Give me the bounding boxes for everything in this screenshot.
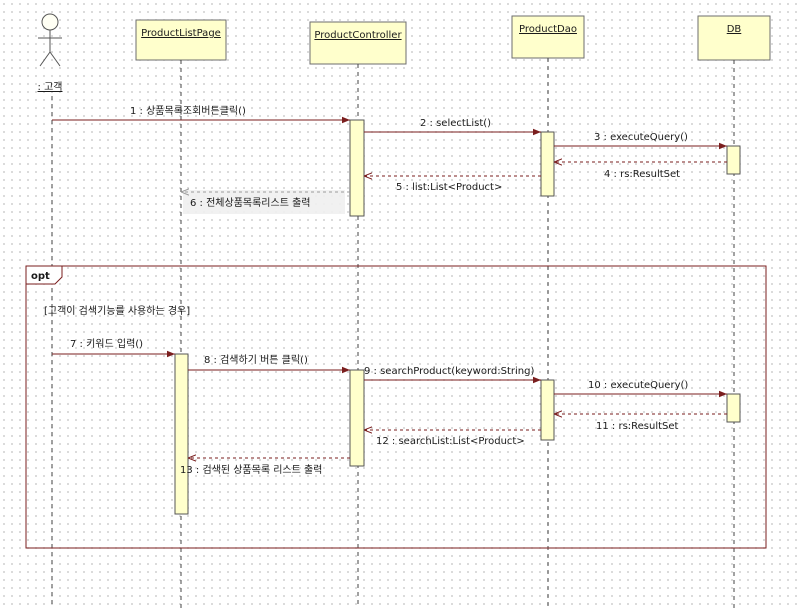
participant-product-controller[interactable]: ProductController bbox=[309, 21, 407, 65]
message-label: 8 : 검색하기 버튼 클릭() bbox=[204, 353, 308, 366]
activation-controller-1 bbox=[349, 119, 365, 217]
opt-operator: opt bbox=[31, 271, 50, 282]
message-label: 7 : 키워드 입력() bbox=[70, 337, 143, 350]
message-2[interactable]: 2 : selectList() bbox=[364, 118, 541, 136]
opt-guard: [고객이 검색기능를 사용하는 경우] bbox=[44, 304, 190, 317]
message-3[interactable]: 3 : executeQuery() bbox=[554, 132, 727, 150]
message-9[interactable]: 9 : searchProduct(keyword:String) bbox=[364, 366, 541, 384]
participant-box bbox=[511, 15, 585, 59]
message-label: 13 : 검색된 상품목록 리스트 출력 bbox=[180, 464, 322, 476]
message-10[interactable]: 10 : executeQuery() bbox=[554, 380, 727, 398]
opt-fragment: opt [고객이 검색기능를 사용하는 경우] bbox=[25, 265, 767, 549]
participant-product-list-page[interactable]: ProductListPage bbox=[135, 19, 227, 61]
actor-leg-icon bbox=[49, 51, 61, 67]
actor-customer[interactable]: : 고객 bbox=[38, 13, 63, 93]
opt-frame bbox=[25, 265, 767, 549]
message-label: 5 : list:List<Product> bbox=[396, 182, 502, 193]
message-6-return[interactable]: 6 : 전체상품목록리스트 출력 bbox=[181, 190, 350, 214]
activation-db-1 bbox=[726, 145, 741, 175]
activation-dao-2 bbox=[540, 379, 555, 441]
message-label: 3 : executeQuery() bbox=[594, 132, 688, 143]
participant-label: ProductListPage bbox=[141, 28, 221, 39]
participant-box bbox=[309, 21, 407, 65]
message-label: 10 : executeQuery() bbox=[588, 380, 688, 391]
message-5-return[interactable]: 5 : list:List<Product> bbox=[364, 176, 541, 193]
message-1[interactable]: 1 : 상품목록조회버튼클릭() bbox=[52, 105, 350, 124]
message-label: 12 : searchList:List<Product> bbox=[376, 436, 525, 447]
participant-box bbox=[697, 15, 771, 61]
message-label: 1 : 상품목록조회버튼클릭() bbox=[130, 105, 246, 117]
activation-db-2 bbox=[726, 393, 741, 423]
participant-label: DB bbox=[727, 24, 742, 35]
message-11-return[interactable]: 11 : rs:ResultSet bbox=[554, 414, 727, 432]
message-label: 2 : selectList() bbox=[420, 118, 491, 129]
participant-box bbox=[135, 19, 227, 61]
activation-controller-2 bbox=[349, 369, 365, 467]
message-4-return[interactable]: 4 : rs:ResultSet bbox=[554, 162, 727, 180]
message-label-highlight bbox=[183, 190, 345, 214]
message-label: 9 : searchProduct(keyword:String) bbox=[364, 366, 534, 377]
message-12-return[interactable]: 12 : searchList:List<Product> bbox=[364, 430, 541, 447]
message-label: 4 : rs:ResultSet bbox=[604, 169, 680, 180]
participant-label: ProductController bbox=[314, 30, 402, 41]
message-label: 11 : rs:ResultSet bbox=[596, 421, 679, 432]
message-7[interactable]: 7 : 키워드 입력() bbox=[52, 337, 175, 358]
actor-head-icon bbox=[41, 13, 59, 31]
actor-label: : 고객 bbox=[38, 81, 63, 93]
participant-product-dao[interactable]: ProductDao bbox=[511, 15, 585, 59]
message-8[interactable]: 8 : 검색하기 버튼 클릭() bbox=[188, 353, 350, 374]
opt-tab bbox=[25, 265, 63, 285]
activation-page-2 bbox=[174, 353, 189, 515]
activation-dao-1 bbox=[540, 131, 555, 197]
message-label: 6 : 전체상품목록리스트 출력 bbox=[190, 197, 310, 209]
participant-db[interactable]: DB bbox=[697, 15, 771, 61]
actor-leg-icon bbox=[39, 51, 51, 67]
message-13-return[interactable]: 13 : 검색된 상품목록 리스트 출력 bbox=[180, 458, 350, 476]
participant-label: ProductDao bbox=[519, 24, 577, 35]
